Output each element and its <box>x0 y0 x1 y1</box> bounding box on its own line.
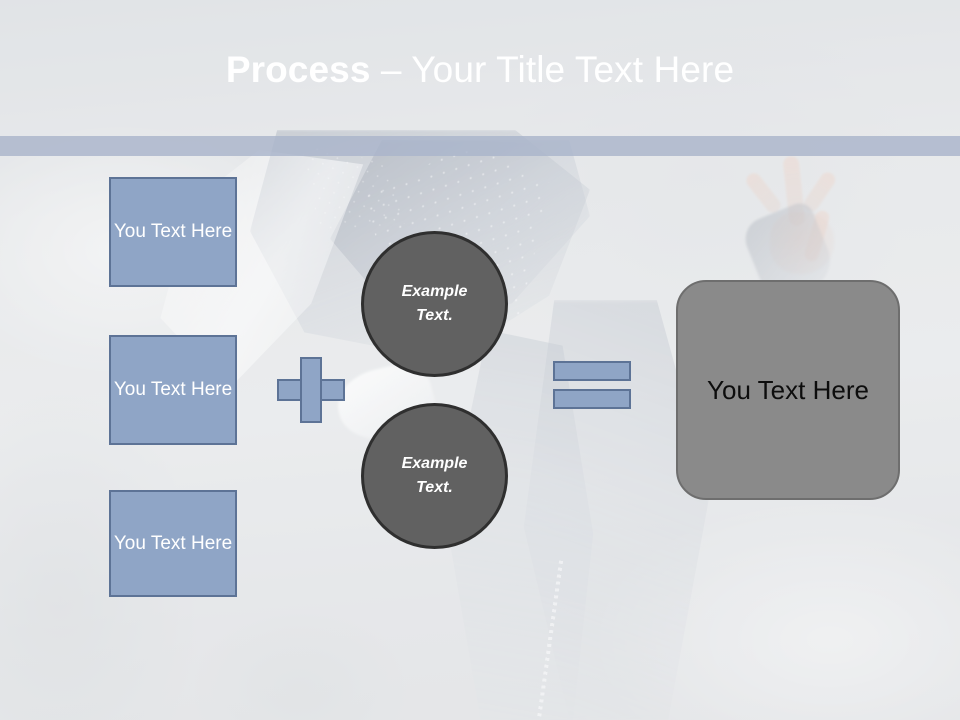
process-circle-2-text: Example Text. <box>402 452 468 500</box>
process-circle-1-line2: Text. <box>416 307 453 324</box>
input-box-2-label: You Text Here <box>113 379 233 400</box>
equals-icon-bottom-bar <box>553 389 631 409</box>
input-box-1-label: You Text Here <box>113 221 233 242</box>
plus-icon <box>277 357 345 423</box>
page-title-bold: Process <box>225 49 371 90</box>
title-banner-underline <box>0 136 960 156</box>
equals-icon-top-bar <box>553 361 631 381</box>
input-box-3[interactable]: You Text Here <box>109 490 237 597</box>
input-box-2[interactable]: You Text Here <box>109 335 237 445</box>
page-title: Process – Your Title Text Here <box>0 48 960 92</box>
process-circle-2-line1: Example <box>401 455 468 472</box>
process-circle-1[interactable]: Example Text. <box>361 231 508 377</box>
process-circle-1-text: Example Text. <box>402 280 468 328</box>
process-circle-1-line1: Example <box>401 283 468 300</box>
result-panel-label: You Text Here <box>707 375 869 405</box>
process-circle-2-line2: Text. <box>416 479 453 496</box>
input-box-3-label: You Text Here <box>113 532 233 554</box>
result-panel[interactable]: You Text Here <box>676 280 900 500</box>
page-title-rest: – Your Title Text Here <box>370 49 735 90</box>
input-box-1[interactable]: You Text Here <box>109 177 237 287</box>
process-circle-2[interactable]: Example Text. <box>361 403 508 549</box>
background-hand <box>700 150 910 340</box>
background-palm <box>770 212 834 274</box>
plus-icon-center-fill <box>302 381 320 399</box>
equals-icon <box>553 361 631 409</box>
